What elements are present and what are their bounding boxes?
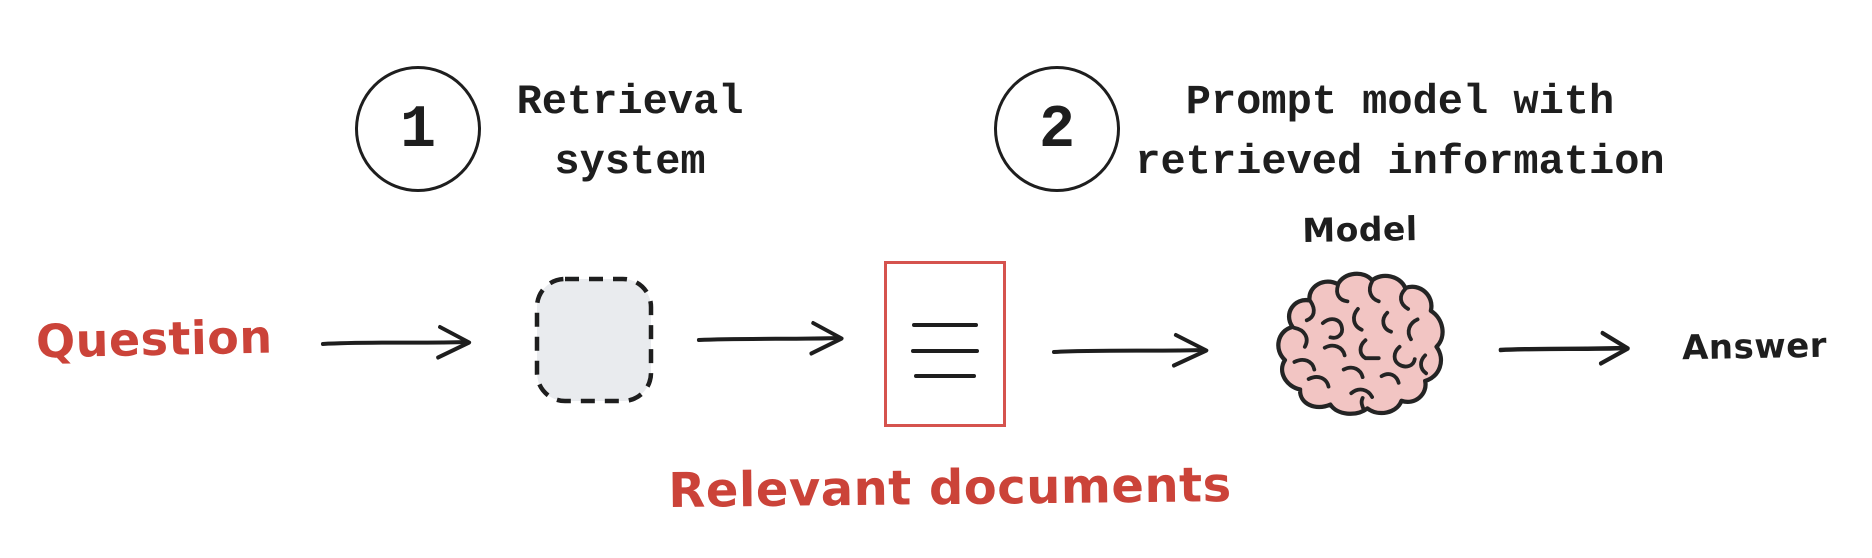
arrow-right-icon [1498,330,1630,366]
model-label: Model [1301,208,1418,251]
document-text-line [912,323,978,327]
arrow-right-icon [320,325,472,360]
arrow-right-icon [1051,333,1209,368]
answer-label: Answer [1681,325,1828,369]
document-lines-icon [884,261,1006,427]
step-1-number: 1 [399,97,436,165]
arrow-right-icon [696,321,844,356]
step-1-label: Retrieval system [516,78,744,186]
brain-icon [1276,271,1445,416]
step-2-number: 2 [1038,97,1075,165]
document-text-line [911,349,979,353]
question-label: Question [35,309,274,369]
step-1-badge: 1 [355,66,481,192]
dashed-rounded-rectangle-icon [534,276,654,404]
document-text-line [914,374,976,378]
relevant-documents-label: Relevant documents [668,457,1232,519]
step-2-label: Prompt model with retrieved information [1135,78,1665,186]
step-2-badge: 2 [994,66,1120,192]
